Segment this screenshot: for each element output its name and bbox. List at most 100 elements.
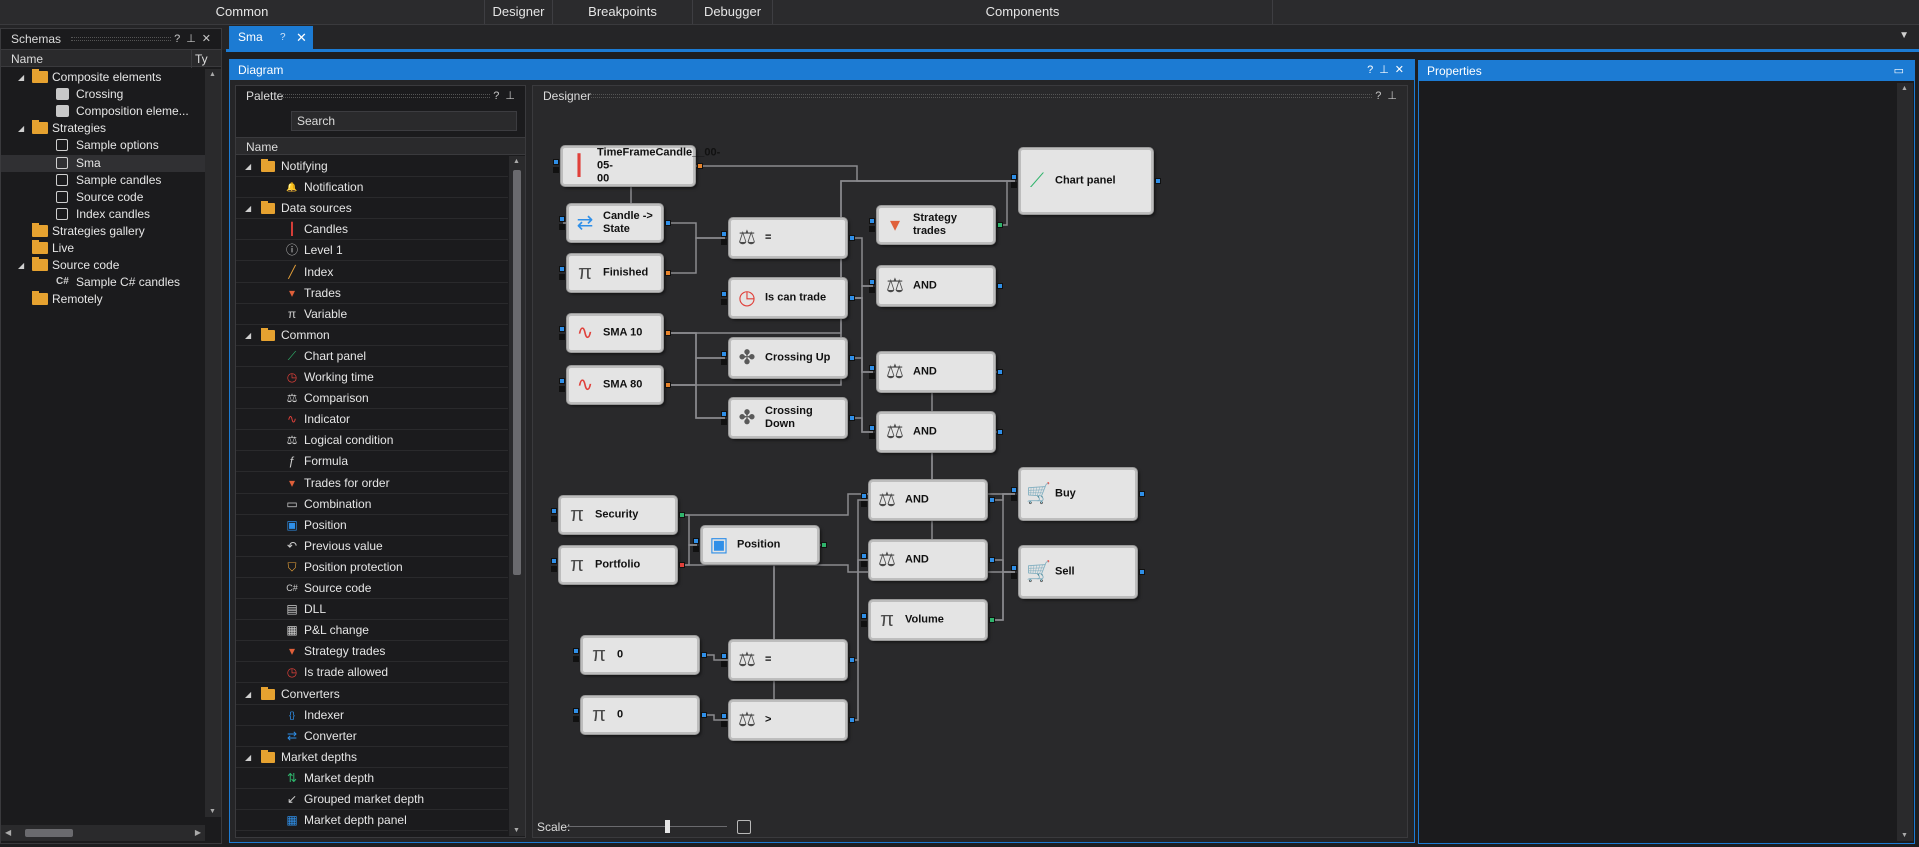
diagram-node-and2[interactable]: ⚖AND xyxy=(877,352,995,392)
diagram-node-tfc[interactable]: ┃TimeFrameCandle__00-05-00 xyxy=(561,146,720,186)
connection-port[interactable] xyxy=(721,661,727,667)
schemas-title-bar[interactable]: Schemas ?⊥✕ xyxy=(1,29,221,49)
palette-item[interactable]: ↙Grouped market depth xyxy=(236,789,508,810)
scale-slider-track[interactable] xyxy=(567,826,727,827)
designer-canvas[interactable]: ┃TimeFrameCandle__00-05-00 ⇄Candle -> Sta… xyxy=(533,106,1407,816)
connection-port[interactable] xyxy=(869,425,875,431)
palette-item[interactable]: ▾Strategy trades xyxy=(236,641,508,663)
connection-port[interactable] xyxy=(721,291,727,297)
connection-port[interactable] xyxy=(721,411,727,417)
connection-port[interactable] xyxy=(721,239,727,245)
connection-port[interactable] xyxy=(573,708,579,714)
schema-tree-item[interactable]: Crossing xyxy=(1,86,205,103)
palette-group[interactable]: ◢Notifying xyxy=(236,156,508,177)
palette-item[interactable]: ↶Previous value xyxy=(236,536,508,557)
connection-port[interactable] xyxy=(997,369,1003,375)
column-name[interactable]: Name xyxy=(11,52,44,66)
chevron-down-icon[interactable]: ▼ xyxy=(1899,30,1909,41)
diagram-node-ict[interactable]: ◷Is can trade xyxy=(729,278,847,318)
expand-arrow-icon[interactable]: ◢ xyxy=(245,204,252,214)
expand-arrow-icon[interactable]: ◢ xyxy=(18,261,25,271)
connection-port[interactable] xyxy=(861,621,867,627)
schema-tree-item[interactable]: Live xyxy=(1,240,205,257)
scroll-left-arrow[interactable]: ◀ xyxy=(5,828,12,837)
help-icon[interactable]: ? xyxy=(1367,64,1380,76)
help-icon[interactable]: ? xyxy=(1375,90,1388,102)
connection-port[interactable] xyxy=(559,274,565,280)
connection-port[interactable] xyxy=(559,386,565,392)
connection-wire[interactable] xyxy=(667,237,725,274)
connection-port[interactable] xyxy=(701,652,707,658)
zoom-fit-icon[interactable] xyxy=(737,820,751,834)
connection-port[interactable] xyxy=(1011,182,1017,188)
help-icon[interactable]: ? xyxy=(280,32,286,43)
schema-tree-item[interactable]: C#Sample C# candles xyxy=(1,274,205,291)
connection-port[interactable] xyxy=(721,721,727,727)
diagram-node-sma10[interactable]: ∿SMA 10 xyxy=(567,314,663,352)
palette-item[interactable]: ◷Working time xyxy=(236,367,508,388)
ribbon-group-components[interactable]: Components xyxy=(773,0,1273,24)
connection-port[interactable] xyxy=(861,501,867,507)
connection-port[interactable] xyxy=(665,270,671,276)
palette-item[interactable]: ╱Index xyxy=(236,262,508,283)
pin-icon[interactable]: ⊥ xyxy=(186,33,202,45)
connection-port[interactable] xyxy=(1139,569,1145,575)
diagram-node-eq1[interactable]: ⚖= xyxy=(729,218,847,258)
connection-port[interactable] xyxy=(721,231,727,237)
scroll-up-arrow[interactable]: ▲ xyxy=(209,71,216,78)
palette-item[interactable]: {}Indexer xyxy=(236,705,508,726)
connection-port[interactable] xyxy=(721,713,727,719)
connection-port[interactable] xyxy=(665,330,671,336)
expand-arrow-icon[interactable]: ◢ xyxy=(245,330,252,340)
connection-port[interactable] xyxy=(861,561,867,567)
palette-item[interactable]: ▭Combination xyxy=(236,494,508,515)
schema-tree-item[interactable]: Remotely xyxy=(1,291,205,308)
diagram-node-gt[interactable]: ⚖> xyxy=(729,700,847,740)
connection-port[interactable] xyxy=(553,159,559,165)
schema-tree-item[interactable]: Sma xyxy=(1,154,205,172)
connection-wire[interactable] xyxy=(703,714,725,721)
palette-item[interactable]: ▦Market depth panel xyxy=(236,810,508,832)
connection-wire[interactable] xyxy=(999,180,1015,226)
connection-port[interactable] xyxy=(721,351,727,357)
connection-port[interactable] xyxy=(559,326,565,332)
expand-arrow-icon[interactable]: ◢ xyxy=(245,162,252,171)
close-icon[interactable]: ✕ xyxy=(201,33,217,45)
palette-group[interactable]: ◢Converters xyxy=(236,684,508,705)
help-icon[interactable]: ? xyxy=(174,33,187,45)
diagram-node-st[interactable]: ▾Strategy trades xyxy=(877,206,995,244)
diagram-node-c2s[interactable]: ⇄Candle -> State xyxy=(567,204,663,242)
connection-wire[interactable] xyxy=(851,559,865,721)
diagram-node-and1[interactable]: ⚖AND xyxy=(877,266,995,306)
palette-group[interactable]: ◢Data sources xyxy=(236,198,508,220)
properties-vertical-scrollbar[interactable]: ▲ ▼ xyxy=(1897,83,1913,841)
connection-port[interactable] xyxy=(849,235,855,241)
pin-icon[interactable]: ⊥ xyxy=(1387,90,1403,102)
expand-arrow-icon[interactable]: ◢ xyxy=(18,124,25,134)
connection-port[interactable] xyxy=(989,617,995,623)
scroll-down-arrow[interactable]: ▼ xyxy=(1901,832,1908,839)
connection-port[interactable] xyxy=(997,429,1003,435)
diagram-node-and4[interactable]: ⚖AND xyxy=(869,480,987,520)
connection-port[interactable] xyxy=(869,373,875,379)
palette-item[interactable]: ▾Trades xyxy=(236,283,508,304)
connection-port[interactable] xyxy=(551,516,557,522)
connection-port[interactable] xyxy=(693,546,699,552)
connection-port[interactable] xyxy=(573,648,579,654)
schemas-horizontal-scrollbar[interactable]: ◀ ▶ xyxy=(1,825,205,841)
connection-port[interactable] xyxy=(721,419,727,425)
connection-port[interactable] xyxy=(679,512,685,518)
schemas-column-header[interactable]: Name Ty xyxy=(1,49,221,68)
schema-tree-item[interactable]: ◢Composite elements xyxy=(1,69,205,86)
palette-column-header[interactable]: Name xyxy=(236,137,525,155)
connection-port[interactable] xyxy=(1011,573,1017,579)
connection-port[interactable] xyxy=(869,287,875,293)
schema-tree-item[interactable]: Composition eleme... xyxy=(1,103,205,120)
palette-item[interactable]: ◷Is trade allowed xyxy=(236,662,508,684)
expand-arrow-icon[interactable]: ◢ xyxy=(245,689,252,699)
